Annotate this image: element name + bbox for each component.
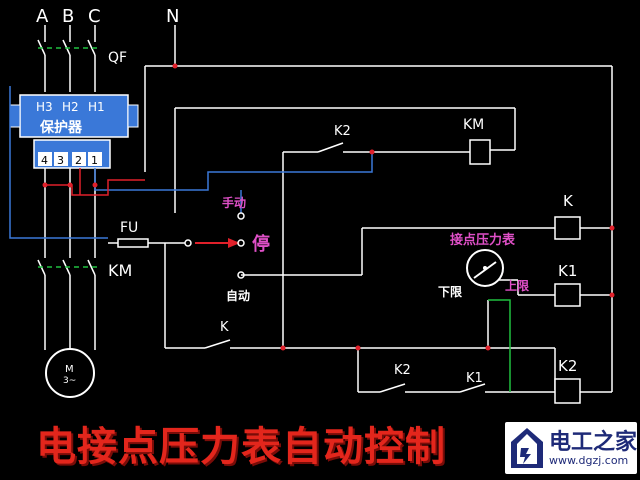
- phase-b-label: B: [62, 6, 74, 27]
- logo-url: www.dgzj.com: [549, 454, 629, 467]
- logo-name: 电工之家: [549, 430, 638, 455]
- gauge-lower-label: 下限: [438, 284, 462, 299]
- switch-auto-label: 自动: [226, 288, 250, 303]
- fuse-label: FU: [120, 220, 138, 236]
- phase-c-label: C: [88, 6, 101, 27]
- protector-terminal-2: 2: [75, 154, 82, 167]
- contact-k1-bottom-label: K1: [466, 371, 483, 386]
- coil-k-label: K: [563, 192, 574, 210]
- gauge-name: 接点压力表: [450, 232, 516, 248]
- protector-name: 保护器: [39, 119, 83, 136]
- coil-k2-label: K2: [558, 357, 577, 375]
- logo-house-icon: [511, 428, 543, 468]
- neutral-label: N: [166, 6, 179, 27]
- motor-sub-label: 3~: [63, 376, 76, 386]
- main-contactor-label: KM: [108, 261, 132, 280]
- protector-terminal-h1: H1: [88, 100, 105, 114]
- protector-terminal-h2: H2: [62, 100, 79, 114]
- switch-manual-label: 手动: [222, 195, 246, 210]
- contact-k2-top-label: K2: [334, 124, 351, 139]
- motor-label: M: [65, 364, 74, 375]
- protector-terminal-1: 1: [91, 154, 98, 167]
- diagram-title: 电接点压力表自动控制: [36, 424, 446, 470]
- phase-a-label: A: [36, 6, 49, 27]
- protector-terminal-h3: H3: [36, 100, 53, 114]
- breaker-label: QF: [108, 50, 127, 66]
- coil-km-label: KM: [463, 117, 484, 133]
- site-logo: 电工之家 www.dgzj.com: [505, 422, 637, 474]
- coil-k1-label: K1: [558, 262, 577, 280]
- switch-stop-label: 停: [252, 233, 270, 255]
- contact-k2-bottom-label: K2: [394, 363, 411, 378]
- protector-terminal-3: 3: [57, 154, 64, 167]
- gauge-upper-label: 上限: [505, 278, 529, 293]
- protector-terminal-4: 4: [41, 154, 48, 167]
- contact-k-label: K: [220, 320, 229, 335]
